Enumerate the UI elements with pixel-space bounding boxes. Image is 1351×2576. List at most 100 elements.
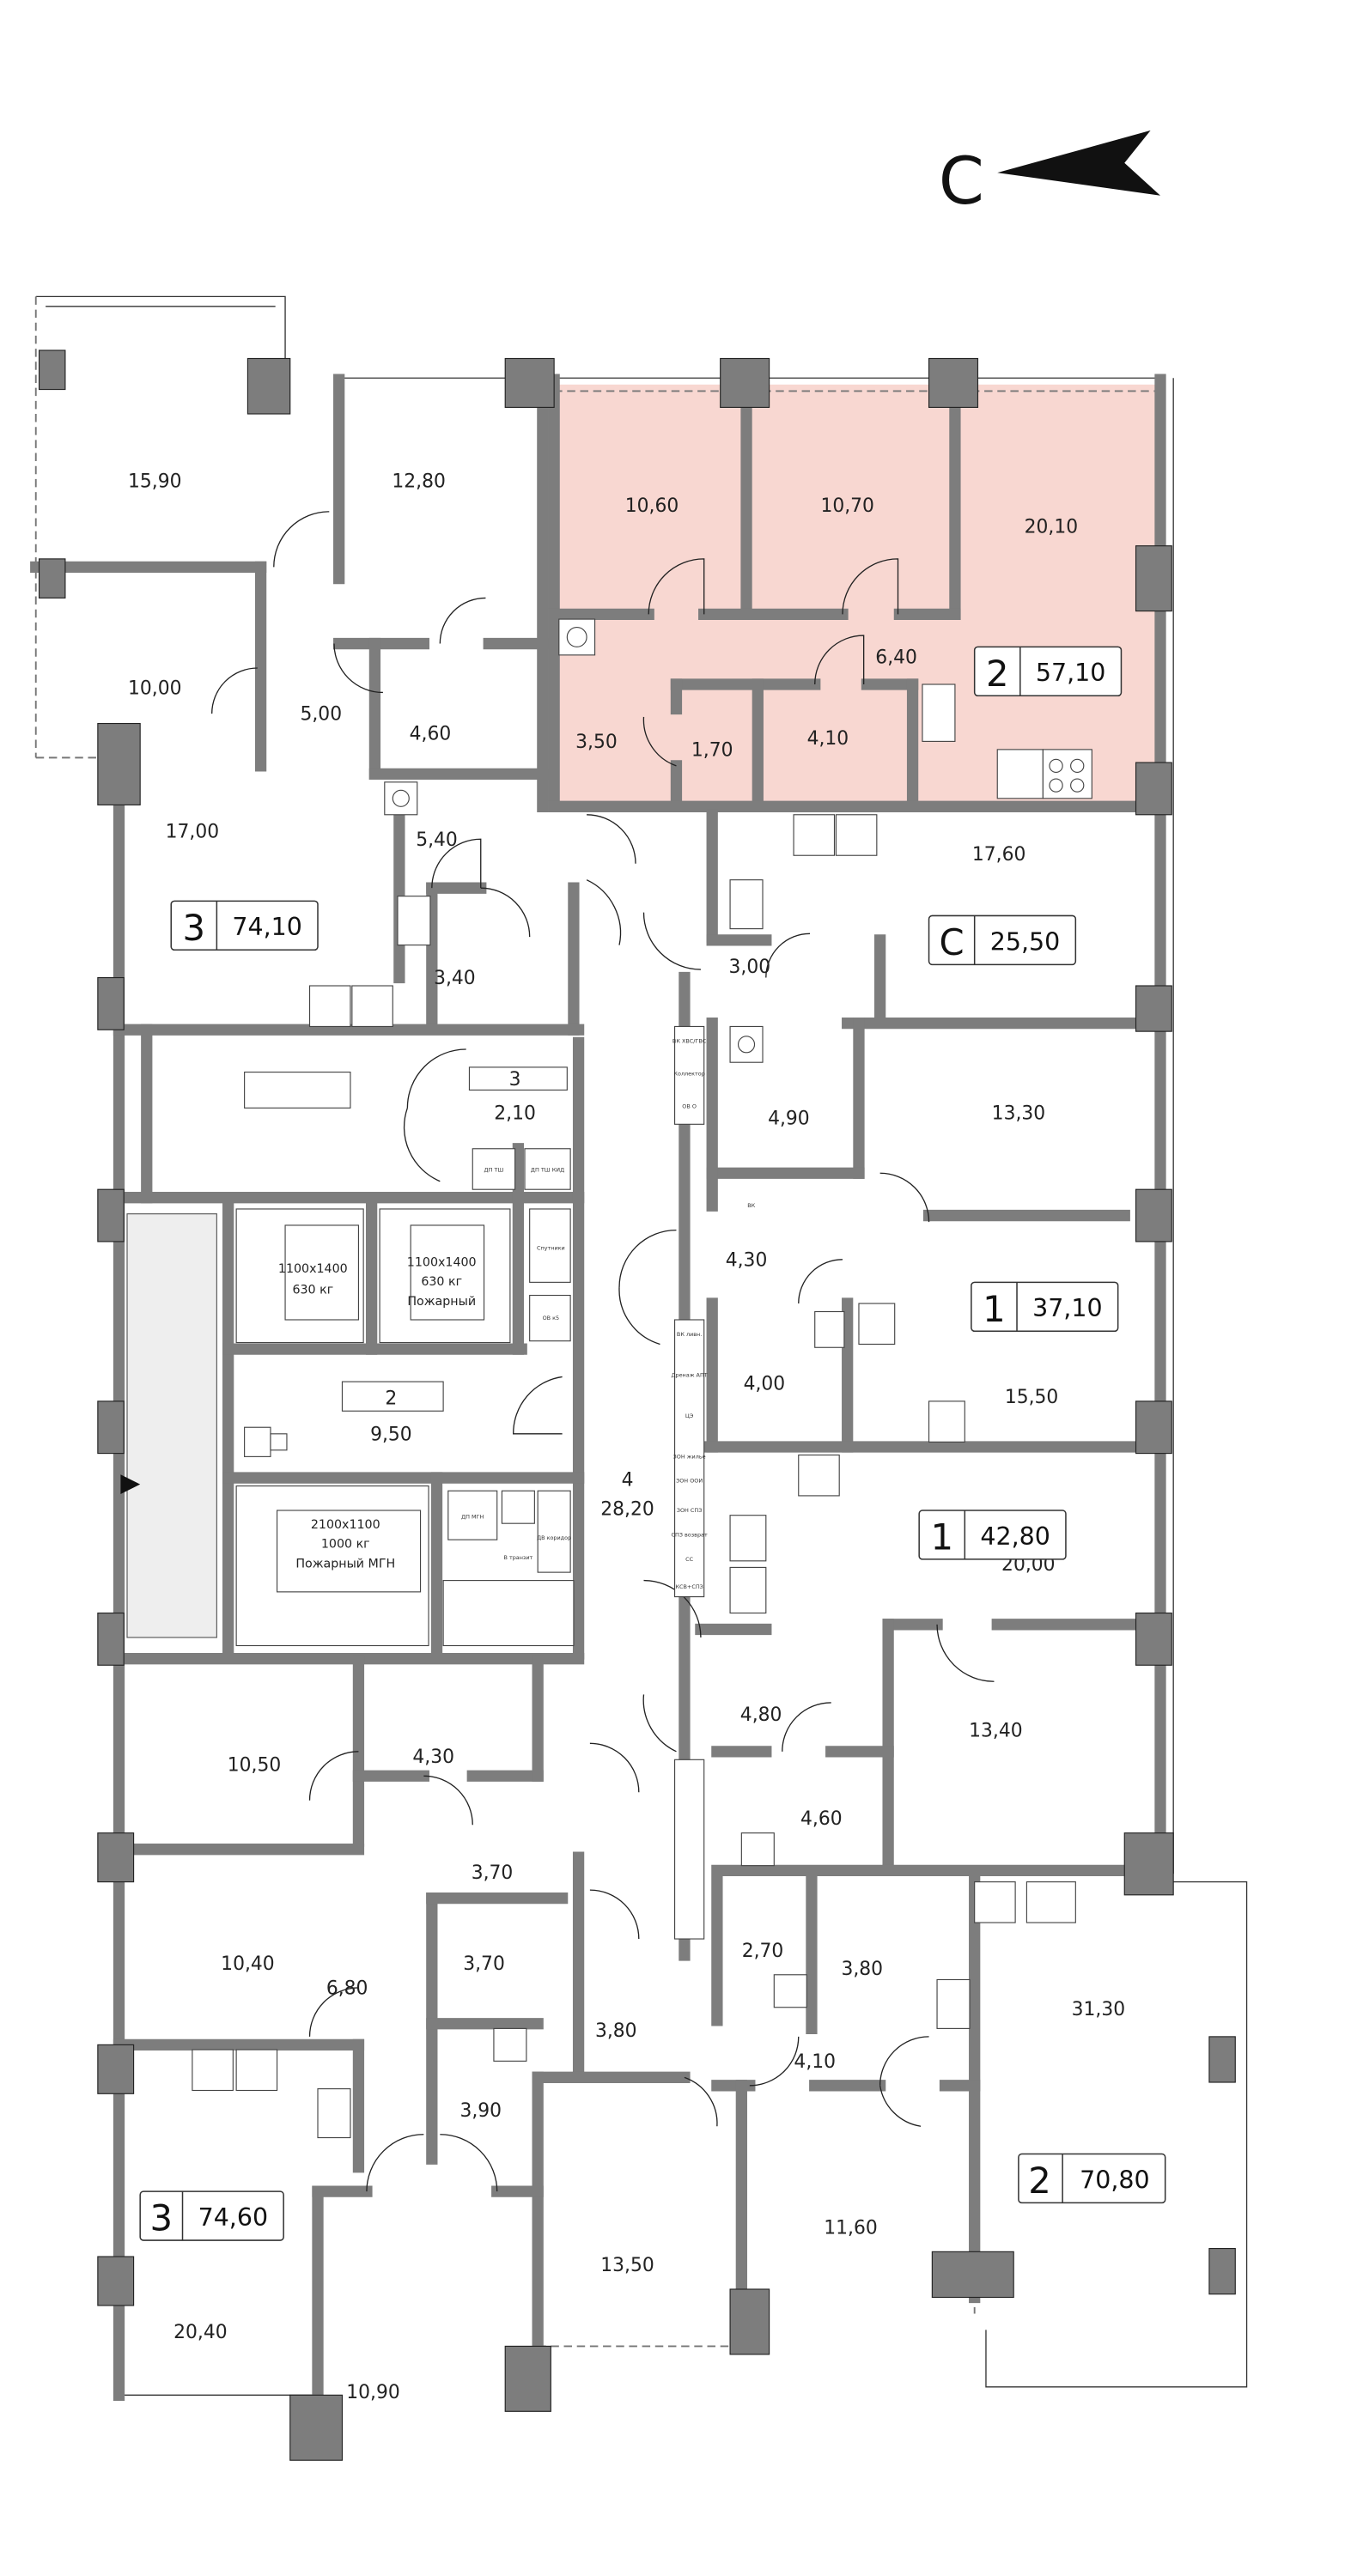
room-area: 4,10 <box>794 2051 836 2073</box>
north-compass: С <box>939 130 1160 219</box>
unit-badge[interactable]: 3 74,10 <box>170 900 319 951</box>
elevator-load: 630 кг <box>292 1284 333 1297</box>
radiator-icon <box>729 879 764 930</box>
fixtures <box>120 618 1092 2139</box>
common-number: 3 <box>509 1069 521 1091</box>
unit-rooms-count: 1 <box>930 1516 953 1558</box>
unit-badge[interactable]: 1 42,80 <box>918 1510 1067 1560</box>
room-area: 6,80 <box>326 1978 368 2000</box>
elevator-size: 2100х1100 <box>311 1518 380 1532</box>
room-area: 3,70 <box>472 1862 514 1884</box>
room-area: 4,80 <box>740 1704 782 1726</box>
sink-icon <box>351 985 393 1028</box>
room-area: 10,40 <box>221 1953 274 1975</box>
equipment-label: ДП МГН <box>461 1513 484 1520</box>
bench <box>244 1072 351 1109</box>
room-area: 20,40 <box>173 2322 227 2343</box>
radiator-icon <box>397 896 431 946</box>
room-area: 4,60 <box>800 1808 843 1830</box>
room-area: 3,40 <box>434 968 476 989</box>
elevator-size: 1100х1400 <box>278 1262 348 1276</box>
room-area: 5,00 <box>301 704 343 726</box>
room-area: 3,50 <box>575 732 618 753</box>
elevator-load: 1000 кг <box>321 1538 370 1552</box>
common-area: 2,10 <box>494 1103 536 1125</box>
radiator-icon <box>317 2088 351 2139</box>
equipment-label: СПЗ возврат <box>672 1531 708 1538</box>
unit-area: 37,10 <box>1032 1294 1102 1322</box>
stove-icon <box>308 985 351 1028</box>
elevator-type: Пожарный <box>407 1295 476 1309</box>
elevator-size: 1100х1400 <box>407 1255 477 1269</box>
room-area: 3,80 <box>595 2020 637 2042</box>
room-area: 4,00 <box>744 1374 786 1395</box>
unit-rooms-count: 3 <box>183 907 206 949</box>
common-area: 9,50 <box>370 1424 412 1445</box>
equipment-label: Спутники <box>537 1244 565 1251</box>
unit-badge[interactable]: 2 70,80 <box>1018 2153 1166 2204</box>
highlighted-apartment[interactable] <box>554 384 1160 807</box>
compass-label: С <box>939 143 984 219</box>
unit-area: 70,80 <box>1080 2166 1149 2194</box>
equipment-label: Коллектор <box>673 1070 704 1077</box>
unit-rooms-count: 2 <box>1028 2160 1051 2202</box>
room-area: 4,30 <box>726 1249 768 1271</box>
room-area: 3,90 <box>459 2100 502 2122</box>
equipment-label: ДП ТШ КИД <box>531 1166 564 1173</box>
equipment-label: В транзит <box>503 1554 532 1561</box>
stove-icon <box>928 1400 965 1443</box>
equipment-label: Дренаж АПТ <box>671 1371 707 1378</box>
common-number-box <box>341 1381 444 1412</box>
unit-badge[interactable]: 2 57,10 <box>973 646 1123 697</box>
unit-badge[interactable]: 3 74,60 <box>139 2190 284 2241</box>
stove-icon <box>798 1454 840 1497</box>
equipment-label: ЦЭ <box>685 1413 694 1419</box>
common-number-box <box>468 1066 568 1091</box>
radiator-icon <box>936 1978 971 2029</box>
sink-icon <box>793 814 836 856</box>
unit-badge[interactable]: С 25,50 <box>928 914 1077 966</box>
equipment-label: КСВ+СПЗ <box>675 1583 703 1590</box>
room-area: 10,60 <box>625 495 679 517</box>
room-area: 13,50 <box>600 2255 654 2276</box>
sink-icon <box>974 1881 1016 1923</box>
equipment-label: ДВ коридор <box>537 1534 571 1541</box>
room-area: 17,60 <box>972 844 1025 866</box>
walls <box>30 374 1166 2401</box>
elevator-type: Пожарный МГН <box>295 1557 395 1571</box>
unit-rooms-count: 1 <box>983 1288 1006 1330</box>
unit-rooms-count: 2 <box>986 653 1009 695</box>
equipment-label: ЗОН СПЗ <box>677 1507 703 1514</box>
unit-area: 74,10 <box>232 913 301 941</box>
room-area: 10,00 <box>128 677 181 699</box>
common-number: 4 <box>622 1470 634 1492</box>
room-area: 10,50 <box>228 1755 281 1777</box>
unit-badge[interactable]: 1 37,10 <box>971 1281 1119 1333</box>
entrance-arrow-icon <box>120 1474 141 1495</box>
room-area: 10,70 <box>820 495 873 517</box>
room-area: 1,70 <box>691 739 733 761</box>
sink-icon <box>996 749 1044 799</box>
sink-icon <box>235 2049 278 2092</box>
common-area: 28,20 <box>600 1499 654 1521</box>
equipment-label: ВК ливн. <box>677 1331 702 1338</box>
room-area: 4,30 <box>412 1747 454 1768</box>
elevator-load: 630 кг <box>421 1275 462 1289</box>
equipment-label: ВК ХВС/ГВС <box>672 1037 707 1044</box>
equipment-label: СС <box>685 1556 693 1563</box>
room-area: 12,80 <box>392 471 445 492</box>
sink-icon <box>858 1303 896 1346</box>
room-labels: 15,90 12,80 10,00 5,00 4,60 17,00 5,40 3… <box>128 471 1125 2403</box>
unit-area: 42,80 <box>980 1522 1050 1551</box>
room-area: 13,40 <box>969 1721 1022 1742</box>
room-area: 3,80 <box>841 1959 883 1980</box>
unit-rooms-count: С <box>940 921 965 963</box>
window-piers <box>38 349 1236 2461</box>
sink-icon <box>729 1515 767 1562</box>
common-number: 2 <box>385 1388 397 1410</box>
equipment-label: ВК <box>747 1202 755 1209</box>
room-area: 6,40 <box>875 647 917 668</box>
unit-area: 57,10 <box>1036 659 1105 687</box>
unit-rooms-count: 3 <box>150 2197 173 2239</box>
